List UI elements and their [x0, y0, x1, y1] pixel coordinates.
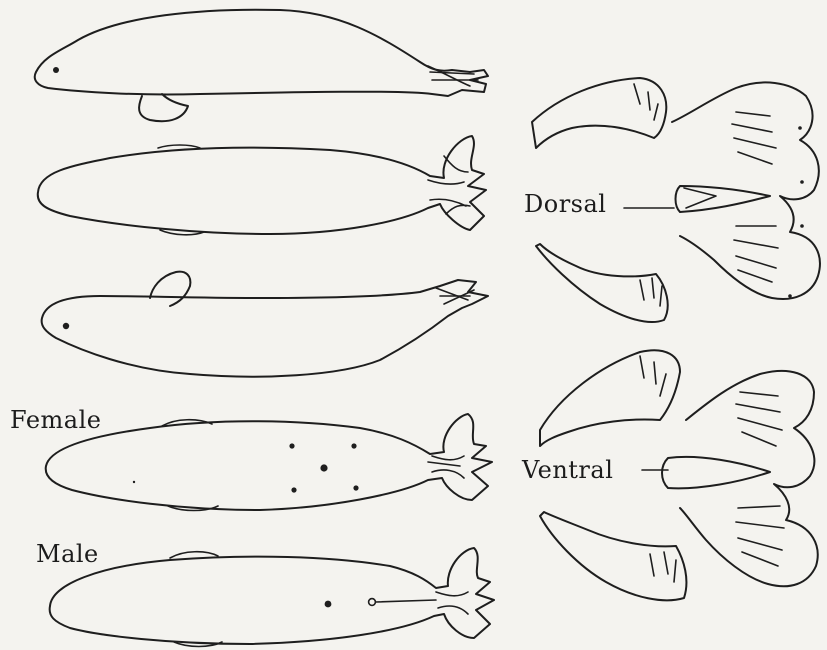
seal-female-ventral-view [46, 414, 492, 511]
dorsal-label: Dorsal [524, 190, 606, 218]
ventral-label: Ventral [522, 456, 613, 484]
seal-lateral-view-flipper-raised [42, 272, 488, 377]
male-label: Male [36, 540, 99, 568]
female-label: Female [10, 406, 102, 434]
seal-lateral-view [35, 10, 488, 122]
seal-male-ventral-view [50, 548, 494, 647]
seal-dorsal-view [38, 136, 486, 235]
